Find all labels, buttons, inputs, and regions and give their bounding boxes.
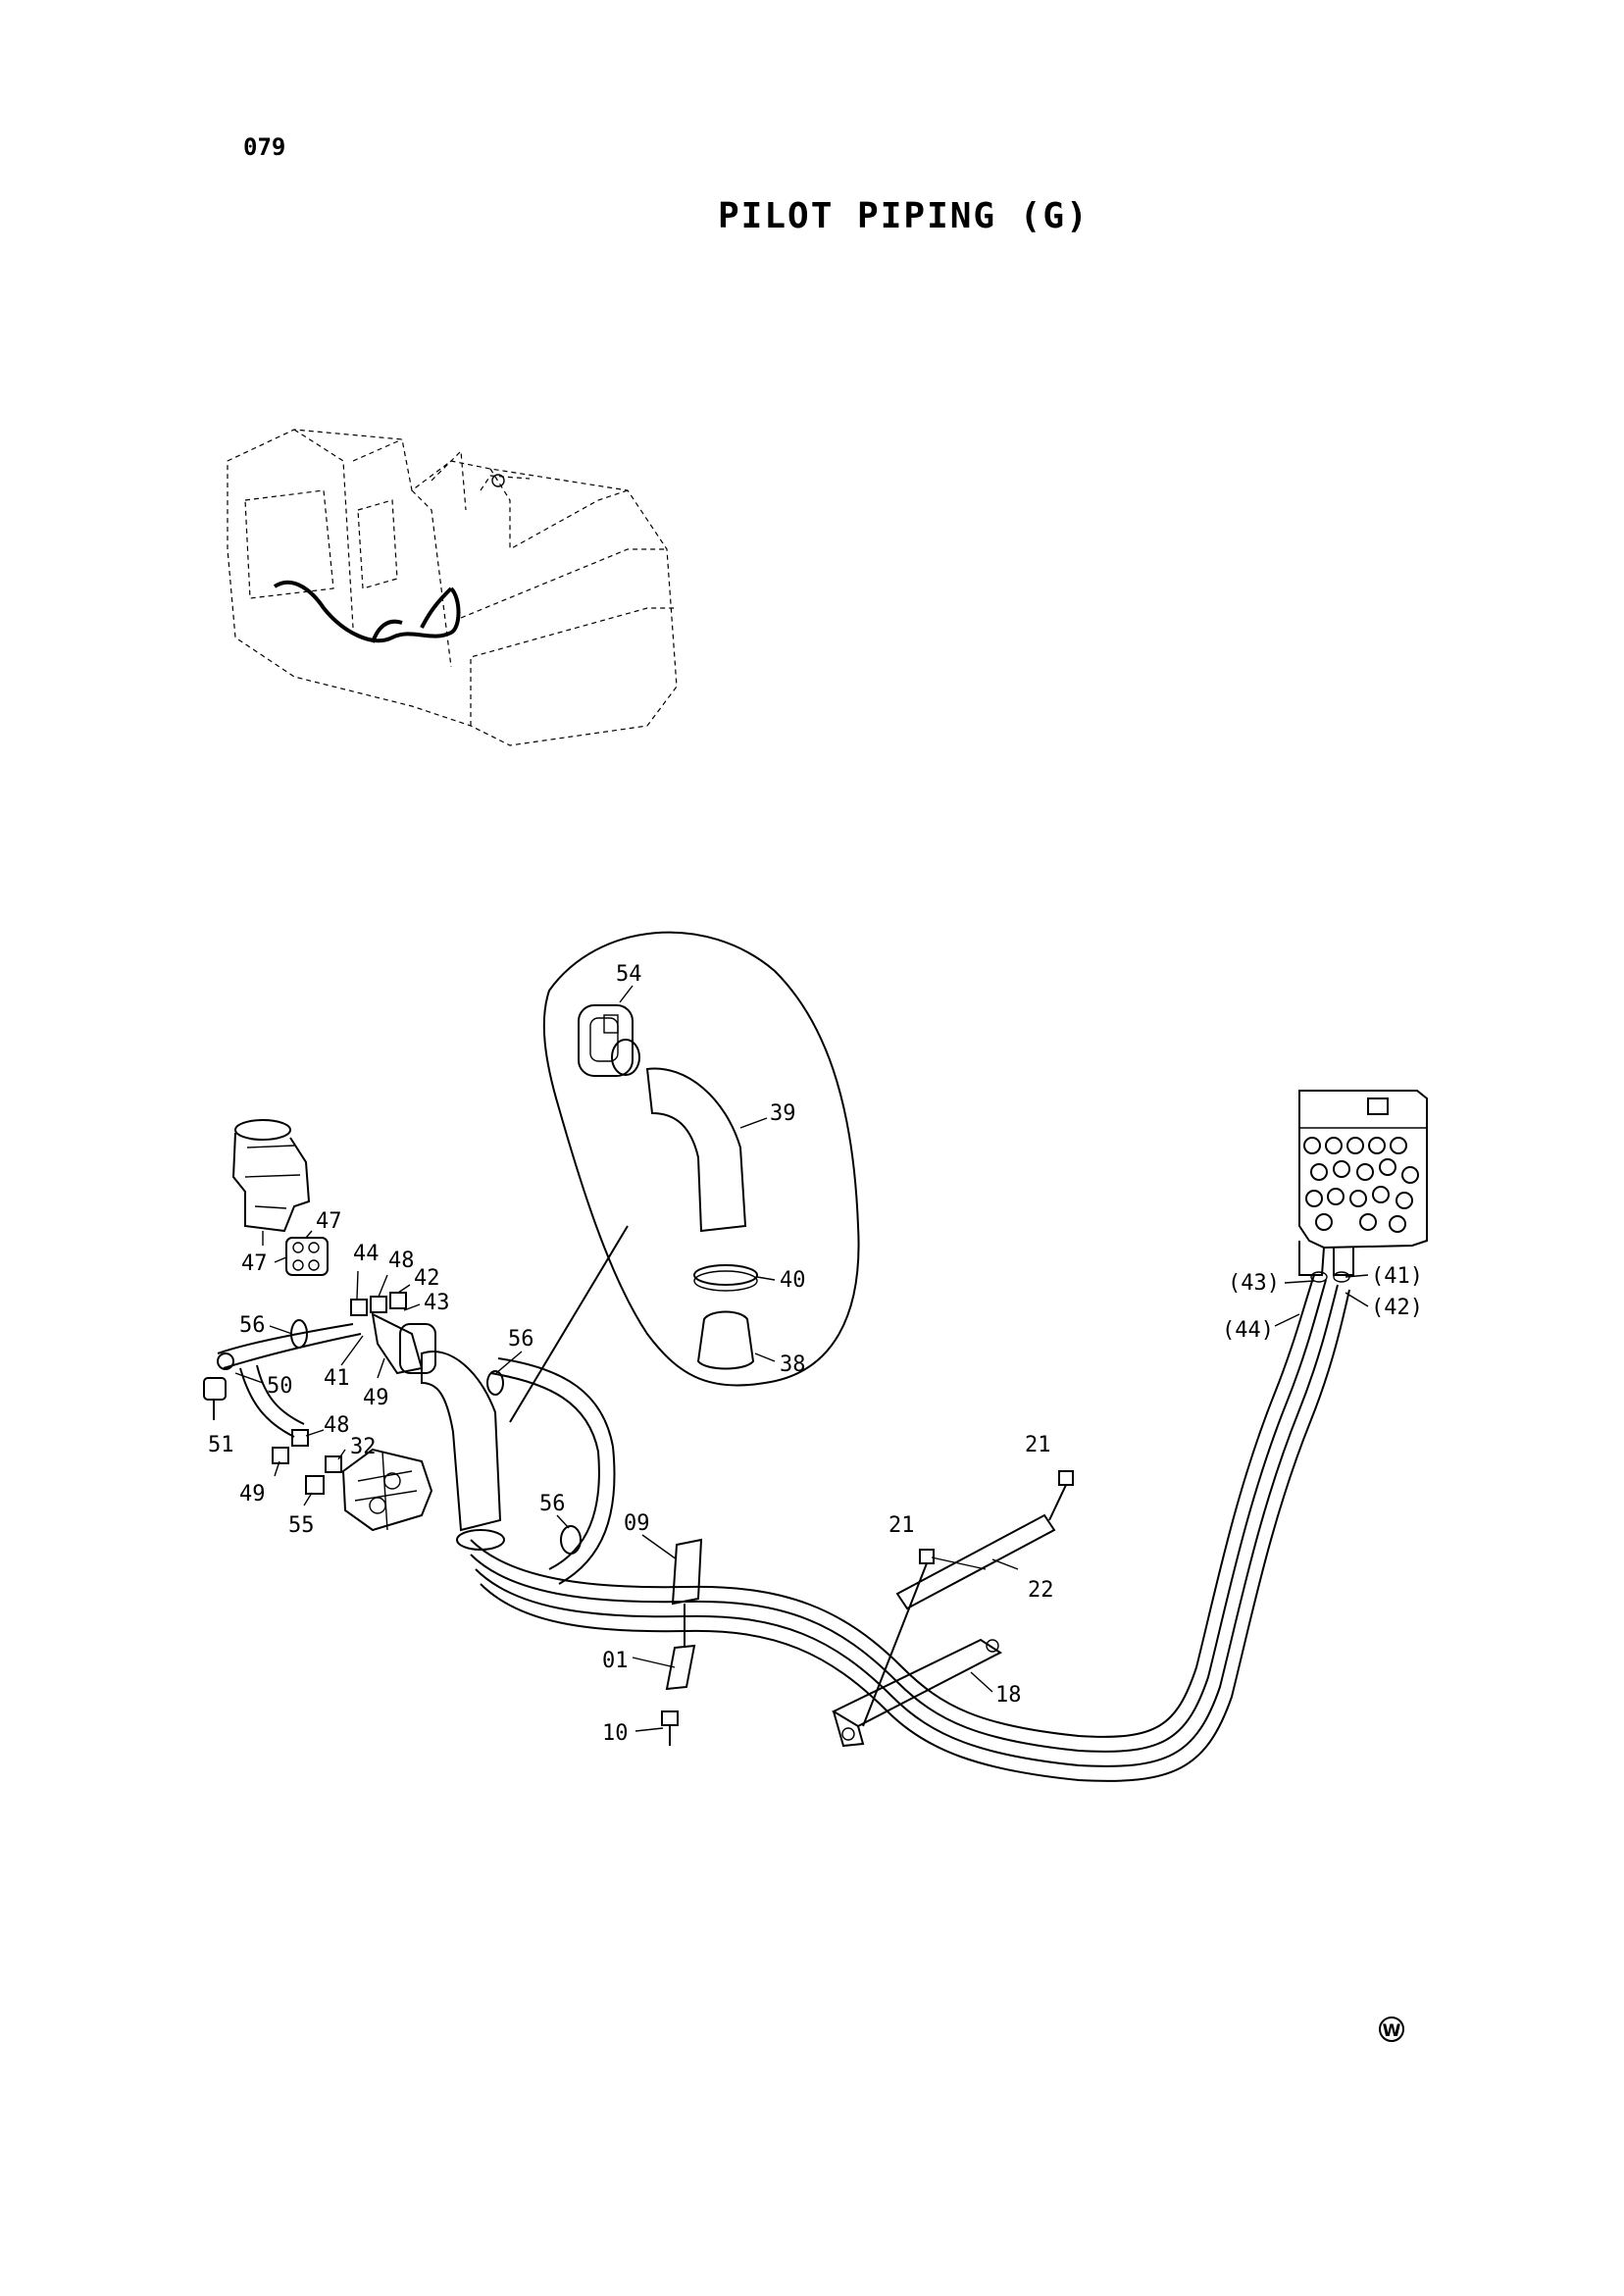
callout-42-ref: (42): [1371, 1296, 1423, 1320]
callout-44-ref: (44): [1222, 1318, 1274, 1343]
corner-mark-letter: W: [1383, 2021, 1401, 2041]
callout-21-upper: 21: [1025, 1433, 1051, 1457]
callout-48-lower: 48: [324, 1413, 350, 1438]
callout-47-top: 47: [316, 1209, 342, 1234]
pilot-valve-block: [1298, 1090, 1428, 1283]
callout-09: 09: [624, 1511, 650, 1536]
callout-51: 51: [208, 1433, 234, 1457]
callout-18: 18: [995, 1683, 1022, 1708]
callout-44: 44: [353, 1242, 380, 1266]
callout-32: 32: [350, 1435, 377, 1459]
hose-bundle: [470, 1274, 1350, 1782]
callout-01: 01: [602, 1649, 629, 1673]
callout-38: 38: [780, 1352, 806, 1377]
callout-42: 42: [414, 1266, 440, 1291]
callout-49-upper: 49: [363, 1386, 389, 1410]
callout-labels: 54 39 40 38 47 47 44 48 42 43 56 56 56 4…: [208, 962, 1423, 1746]
callout-49-lower: 49: [239, 1482, 266, 1506]
corner-mark: W: [1379, 2016, 1404, 2042]
valve-ports: [1303, 1137, 1419, 1233]
callout-41: 41: [324, 1366, 350, 1391]
page-number: 079: [243, 133, 286, 161]
callout-40: 40: [780, 1268, 806, 1293]
callout-10: 10: [602, 1721, 629, 1746]
callout-50: 50: [267, 1374, 293, 1399]
callout-47-left: 47: [241, 1251, 268, 1276]
callout-39: 39: [770, 1101, 796, 1126]
callout-55: 55: [288, 1513, 315, 1538]
callout-56-middle: 56: [508, 1327, 534, 1352]
leader-lines: [234, 1230, 1369, 1732]
callout-21-lower: 21: [888, 1513, 915, 1538]
left-valve-cluster: [203, 1119, 582, 1555]
callout-56-lower: 56: [539, 1492, 566, 1516]
page-title: PILOT PIPING (G): [718, 196, 1090, 236]
detail-bubble: [509, 931, 860, 1423]
callout-43: 43: [424, 1291, 450, 1315]
callout-41-ref: (41): [1371, 1264, 1423, 1289]
callout-43-ref: (43): [1228, 1271, 1280, 1296]
callout-54: 54: [616, 962, 642, 987]
callout-56-left: 56: [239, 1313, 266, 1338]
callout-22: 22: [1028, 1578, 1054, 1603]
excavator-overview-illustration: [227, 429, 678, 746]
callout-48-top: 48: [388, 1249, 415, 1273]
